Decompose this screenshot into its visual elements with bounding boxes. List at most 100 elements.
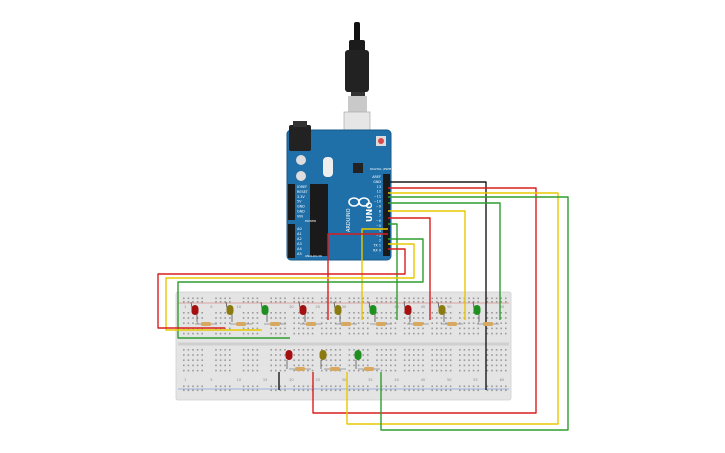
breadboard-hole: [440, 354, 443, 356]
breadboard-hole: [459, 312, 461, 314]
breadboard-hole: [187, 301, 190, 303]
breadboard-hole: [459, 317, 461, 319]
breadboard-hole: [270, 327, 272, 330]
breadboard-hole: [256, 349, 259, 351]
digital-pin-label: 13: [377, 185, 381, 189]
breadboard-hole: [486, 312, 489, 314]
digital-header: [383, 174, 390, 256]
breadboard-hole: [224, 327, 226, 330]
breadboard-hole: [413, 332, 415, 335]
breadboard-hole: [357, 385, 360, 388]
breadboard-hole: [436, 317, 438, 319]
breadboard-hole: [477, 317, 479, 319]
breadboard-hole: [256, 364, 259, 367]
breadboard-hole: [311, 354, 314, 356]
breadboard-hole: [431, 349, 433, 351]
breadboard-hole: [275, 327, 277, 330]
breadboard-hole: [353, 297, 355, 300]
breadboard-hole: [403, 322, 406, 324]
breadboard-hole: [357, 364, 360, 367]
breadboard-hole: [284, 312, 286, 314]
breadboard-hole: [491, 364, 493, 367]
breadboard-hole: [390, 332, 392, 335]
breadboard-hole: [385, 327, 387, 330]
breadboard-hole: [422, 369, 424, 372]
breadboard-hole: [215, 322, 217, 324]
led-yellow-icon: [438, 305, 446, 315]
breadboard-hole: [495, 297, 498, 300]
power-pin-label: GND: [297, 210, 305, 214]
breadboard-hole: [445, 364, 447, 367]
breadboard-hole: [325, 369, 328, 372]
breadboard-hole: [408, 369, 410, 372]
breadboard-hole: [247, 317, 249, 319]
breadboard-hole: [348, 354, 351, 356]
breadboard-hole: [275, 332, 277, 335]
breadboard-hole: [284, 385, 286, 388]
breadboard-hole: [339, 359, 341, 361]
breadboard-hole: [348, 301, 351, 303]
breadboard-hole: [325, 327, 328, 330]
breadboard-hole: [472, 364, 475, 367]
breadboard-hole: [284, 322, 286, 324]
analog-pin-label: A3: [297, 242, 302, 246]
breadboard-hole: [477, 301, 479, 303]
breadboard-hole: [495, 317, 498, 319]
breadboard-hole: [279, 354, 282, 356]
breadboard-hole: [334, 317, 337, 319]
breadboard-hole: [201, 297, 203, 300]
breadboard-hole: [486, 332, 489, 335]
breadboard-hole: [270, 312, 272, 314]
breadboard-hole: [403, 317, 406, 319]
breadboard-hole: [270, 385, 272, 388]
breadboard-hole: [463, 385, 466, 388]
breadboard-hole: [311, 359, 314, 361]
breadboard-hole: [486, 327, 489, 330]
breadboard-hole: [279, 297, 282, 300]
breadboard-hole: [334, 389, 337, 392]
breadboard-hole: [459, 389, 461, 392]
breadboard-hole: [491, 332, 493, 335]
breadboard-hole: [376, 364, 378, 367]
breadboard-hole: [417, 354, 420, 356]
breadboard-hole: [252, 297, 254, 300]
breadboard-hole: [449, 359, 452, 361]
breadboard-hole: [247, 349, 249, 351]
breadboard-hole: [422, 359, 424, 361]
breadboard-hole: [477, 364, 479, 367]
breadboard-hole: [196, 359, 199, 361]
breadboard-hole: [339, 369, 341, 372]
breadboard-hole: [330, 327, 332, 330]
breadboard-hole: [500, 317, 502, 319]
breadboard-hole: [247, 327, 249, 330]
breadboard-hole: [477, 369, 479, 372]
breadboard-hole: [491, 312, 493, 314]
breadboard-hole: [219, 389, 222, 392]
breadboard-hole: [224, 332, 226, 335]
breadboard-hole: [472, 385, 475, 388]
breadboard-hole: [224, 322, 226, 324]
breadboard-hole: [385, 297, 387, 300]
breadboard-hole: [459, 369, 461, 372]
breadboard-hole: [422, 389, 424, 392]
breadboard-hole: [468, 312, 470, 314]
breadboard-hole: [380, 364, 383, 367]
breadboard-hole: [353, 327, 355, 330]
breadboard-hole: [390, 369, 392, 372]
breadboard-hole: [394, 369, 397, 372]
breadboard-hole: [357, 349, 360, 351]
power-pin-label: RESET: [297, 190, 309, 194]
breadboard-hole: [284, 327, 286, 330]
breadboard-hole: [449, 364, 452, 367]
breadboard-hole: [321, 385, 323, 388]
breadboard-hole: [321, 364, 323, 367]
breadboard-hole: [325, 389, 328, 392]
breadboard-hole: [293, 389, 295, 392]
breadboard-hole: [334, 327, 337, 330]
breadboard-hole: [445, 349, 447, 351]
analog-pin-label: A0: [297, 227, 302, 231]
breadboard-hole: [357, 317, 360, 319]
breadboard-hole: [256, 327, 259, 330]
breadboard-hole: [307, 332, 309, 335]
breadboard-hole: [330, 354, 332, 356]
